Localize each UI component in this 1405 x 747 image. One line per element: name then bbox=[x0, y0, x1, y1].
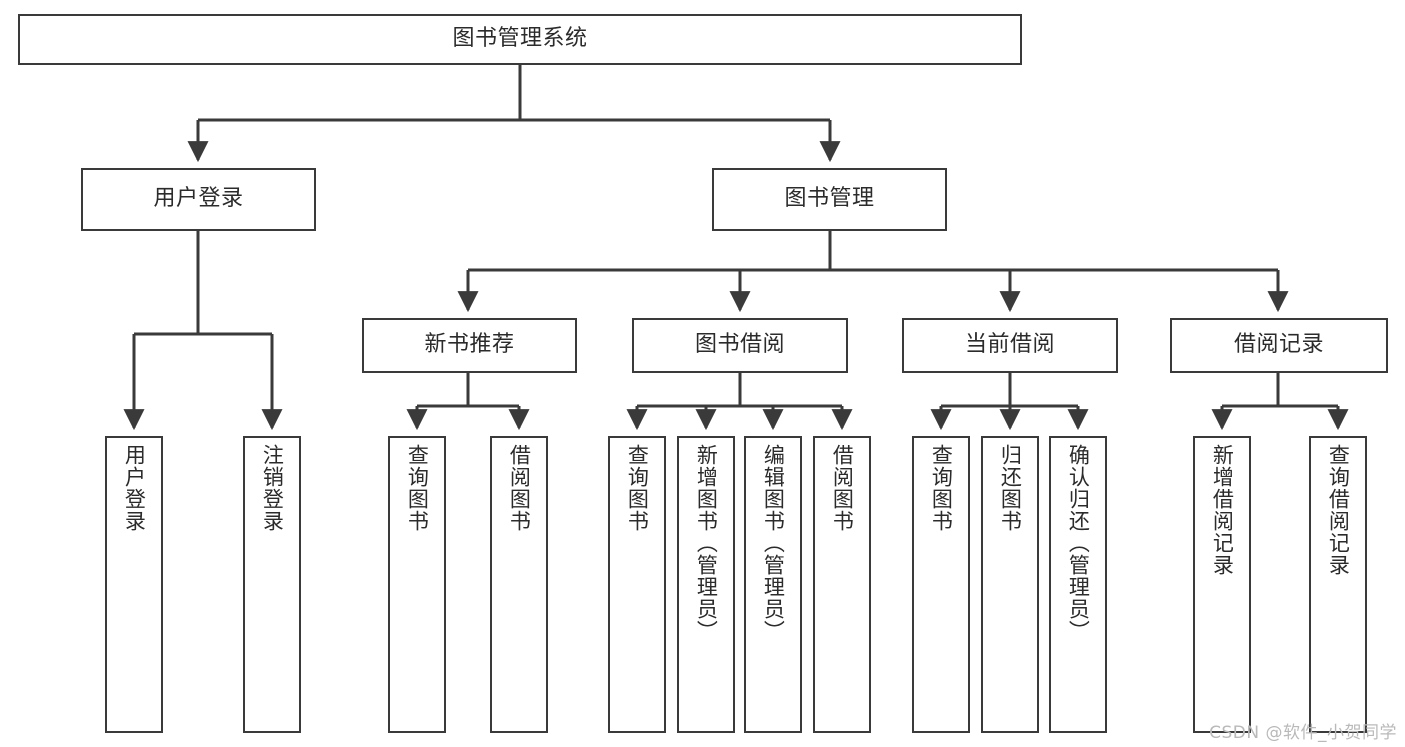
leaf-new-books-2[interactable]: 借阅图书 bbox=[490, 436, 548, 733]
node-book-borrow-label: 图书借阅 bbox=[694, 332, 785, 358]
node-current-borrow-label: 当前借阅 bbox=[964, 332, 1055, 358]
leaf-new-books-1-label: 查询图书 bbox=[405, 444, 430, 532]
leaf-user-login-1-label: 用户登录 bbox=[122, 444, 147, 532]
leaf-current-borrow-3[interactable]: 确认归还（管理员） bbox=[1049, 436, 1107, 733]
leaf-book-borrow-2[interactable]: 新增图书（管理员） bbox=[677, 436, 735, 733]
node-book-management[interactable]: 图书管理 bbox=[712, 168, 947, 231]
node-borrow-records-label: 借阅记录 bbox=[1233, 332, 1324, 358]
leaf-current-borrow-1-label: 查询图书 bbox=[929, 444, 954, 532]
leaf-book-borrow-3[interactable]: 编辑图书（管理员） bbox=[744, 436, 802, 733]
node-new-book-recommend-label: 新书推荐 bbox=[424, 332, 515, 358]
leaf-borrow-records-1[interactable]: 新增借阅记录 bbox=[1193, 436, 1251, 733]
leaf-book-borrow-4-label: 借阅图书 bbox=[830, 444, 855, 532]
node-user-login[interactable]: 用户登录 bbox=[81, 168, 316, 231]
node-root[interactable]: 图书管理系统 bbox=[18, 14, 1022, 65]
node-root-label: 图书管理系统 bbox=[452, 26, 588, 52]
node-book-management-label: 图书管理 bbox=[784, 186, 875, 212]
csdn-watermark: CSDN @软件_小贺同学 bbox=[1209, 723, 1397, 743]
leaf-new-books-2-label: 借阅图书 bbox=[507, 444, 532, 532]
leaf-borrow-records-2[interactable]: 查询借阅记录 bbox=[1309, 436, 1367, 733]
leaf-borrow-records-2-label: 查询借阅记录 bbox=[1326, 444, 1351, 576]
leaf-new-books-1[interactable]: 查询图书 bbox=[388, 436, 446, 733]
node-new-book-recommend[interactable]: 新书推荐 bbox=[362, 318, 577, 373]
leaf-borrow-records-1-label: 新增借阅记录 bbox=[1210, 444, 1235, 576]
leaf-book-borrow-4[interactable]: 借阅图书 bbox=[813, 436, 871, 733]
node-current-borrow[interactable]: 当前借阅 bbox=[902, 318, 1118, 373]
leaf-user-login-2[interactable]: 注销登录 bbox=[243, 436, 301, 733]
leaf-current-borrow-2[interactable]: 归还图书 bbox=[981, 436, 1039, 733]
leaf-book-borrow-2-label: 新增图书（管理员） bbox=[694, 444, 719, 642]
leaf-current-borrow-2-label: 归还图书 bbox=[998, 444, 1023, 532]
leaf-user-login-1[interactable]: 用户登录 bbox=[105, 436, 163, 733]
leaf-book-borrow-3-label: 编辑图书（管理员） bbox=[761, 444, 786, 642]
node-user-login-label: 用户登录 bbox=[153, 186, 244, 212]
leaf-current-borrow-1[interactable]: 查询图书 bbox=[912, 436, 970, 733]
leaf-user-login-2-label: 注销登录 bbox=[260, 444, 285, 532]
node-book-borrow[interactable]: 图书借阅 bbox=[632, 318, 848, 373]
leaf-book-borrow-1[interactable]: 查询图书 bbox=[608, 436, 666, 733]
leaf-current-borrow-3-label: 确认归还（管理员） bbox=[1066, 444, 1091, 642]
node-borrow-records[interactable]: 借阅记录 bbox=[1170, 318, 1388, 373]
leaf-book-borrow-1-label: 查询图书 bbox=[625, 444, 650, 532]
